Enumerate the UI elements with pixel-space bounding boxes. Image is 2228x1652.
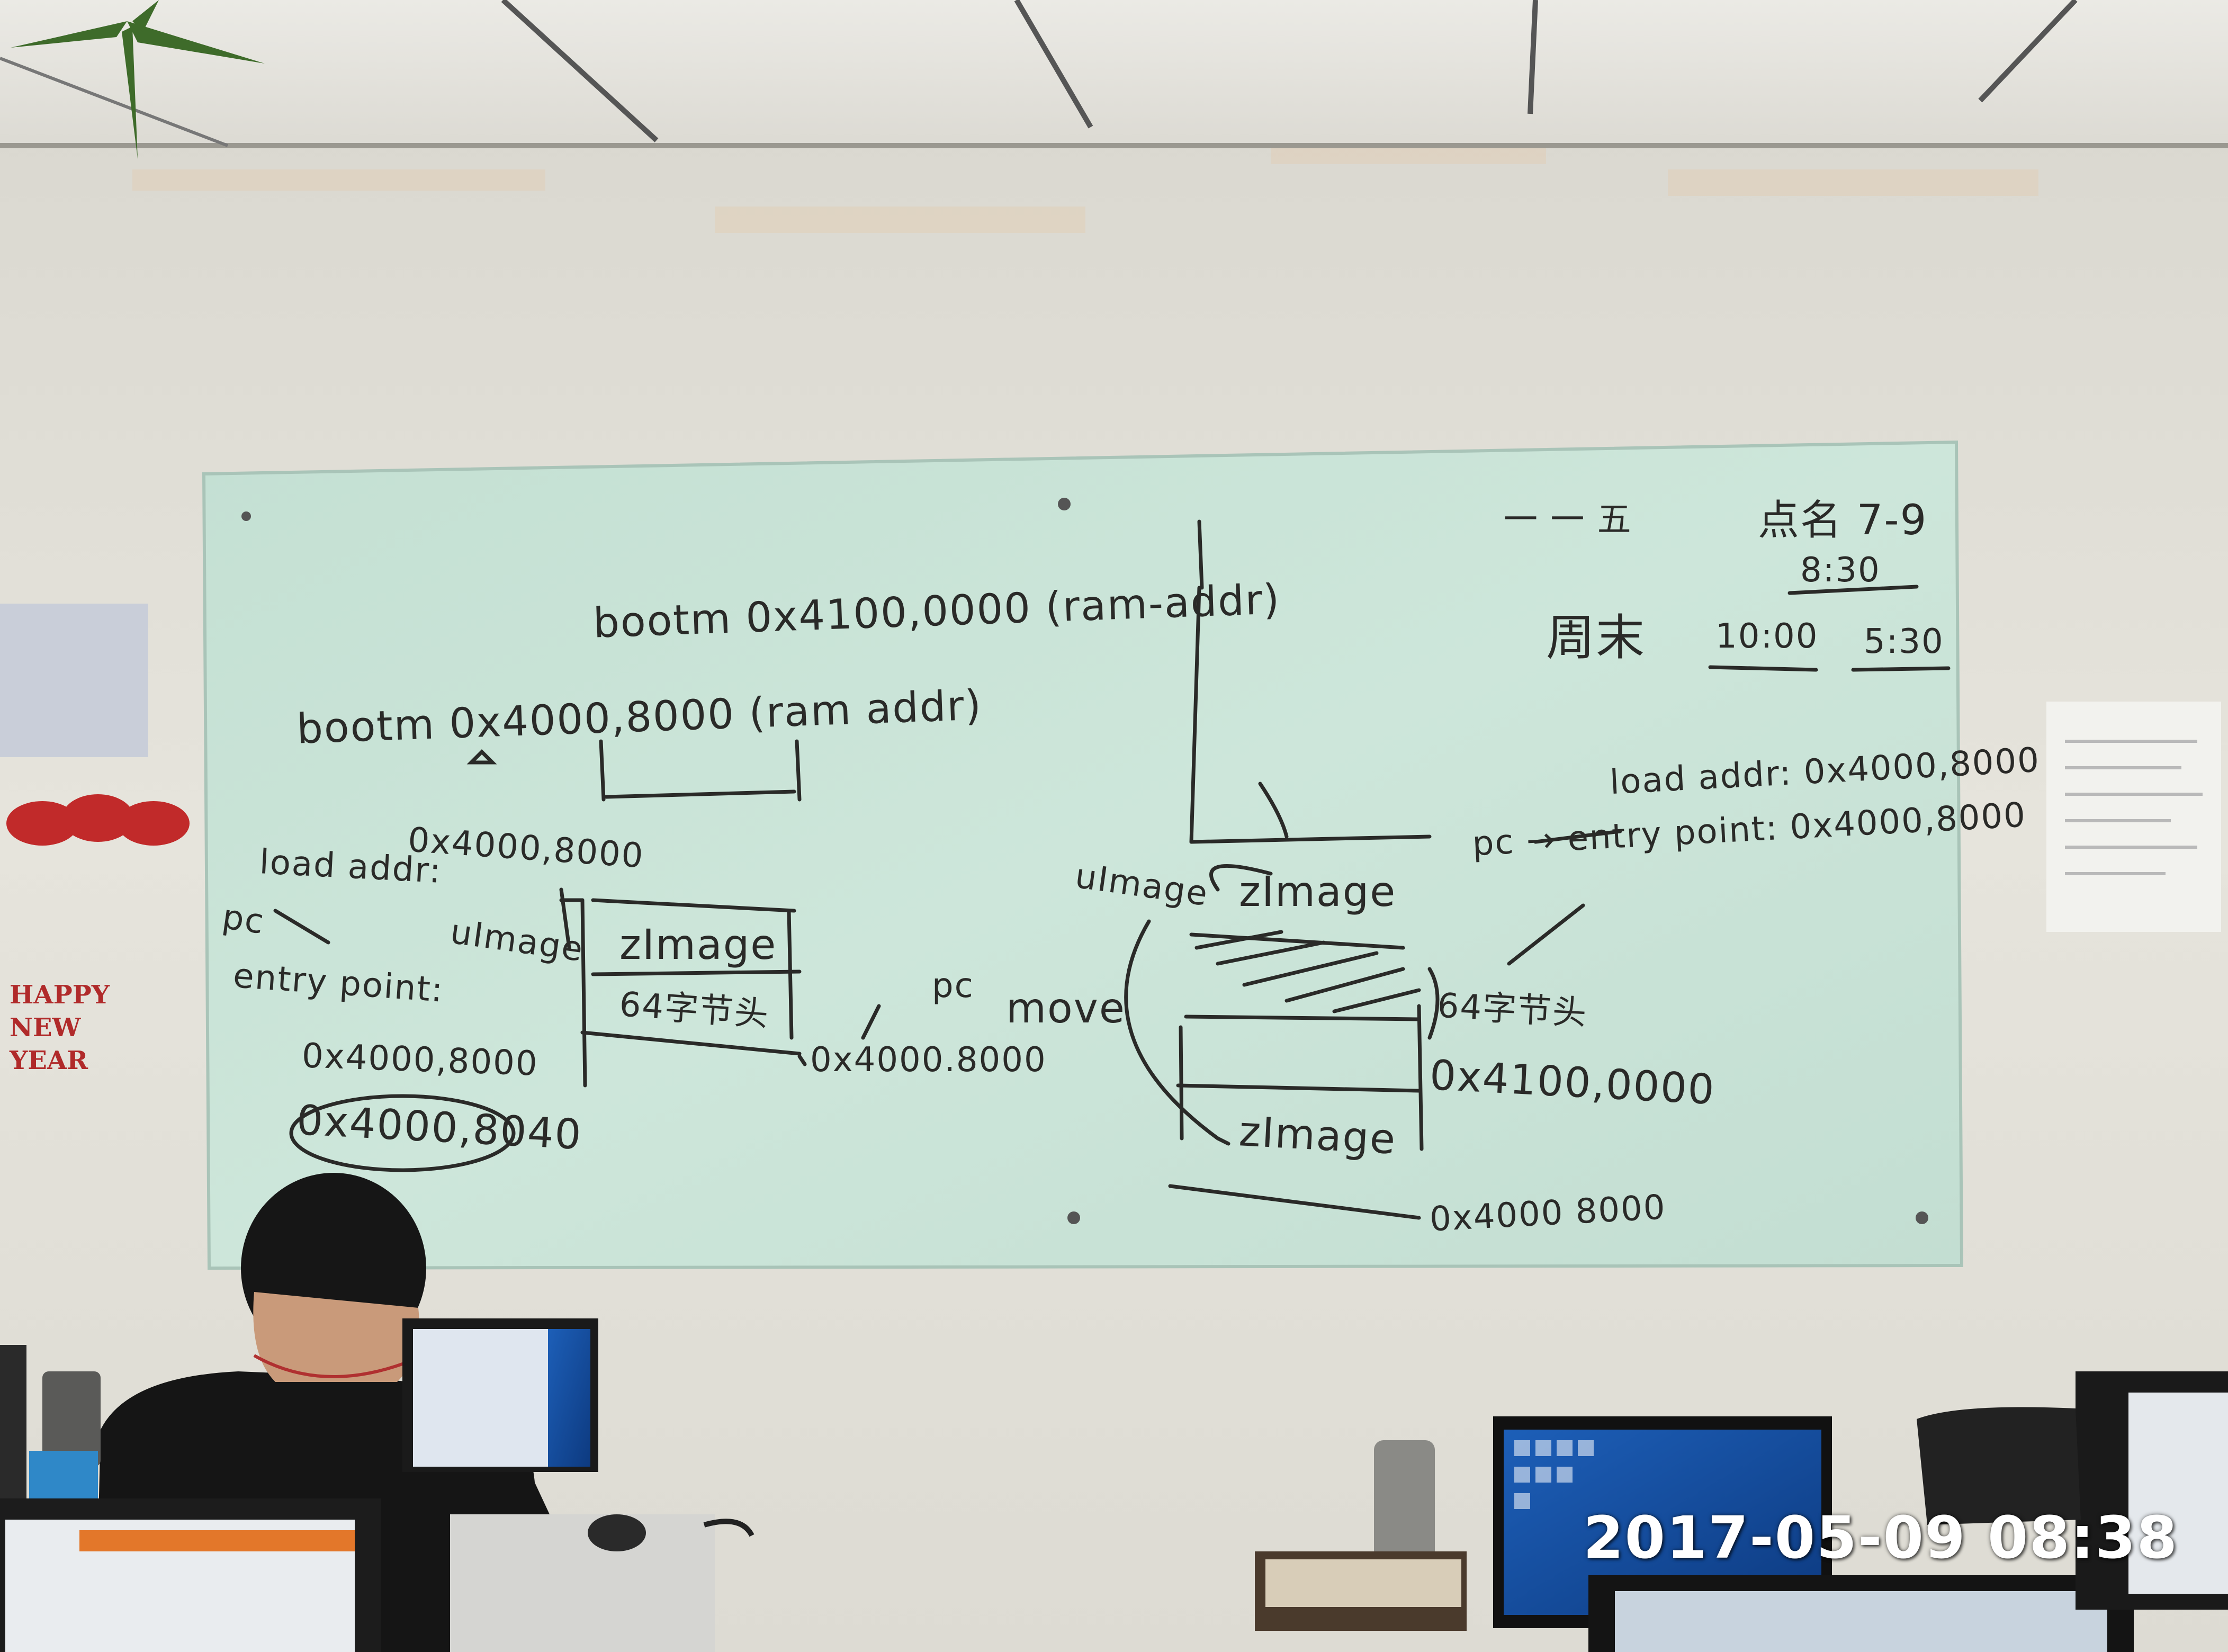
whiteboard-address-left-1: 0x4000,8000 (301, 1036, 539, 1084)
poster-line-2: NEW (10, 1013, 81, 1043)
happy-new-year-poster: HAPPY NEW YEAR (10, 978, 115, 1077)
whiteboard-zimage-right-bottom: zImage (1237, 1108, 1398, 1164)
poster-line-1: HAPPY (10, 980, 110, 1010)
whiteboard-weekend-start: 10:00 (1715, 617, 1819, 656)
desk-laptops (0, 1318, 2228, 1652)
photo-timestamp: 2017-05-09 08:38 (1583, 1504, 2179, 1572)
wall-notice-right (2046, 702, 2221, 932)
whiteboard-diagram-lines (273, 519, 1951, 1220)
decoration-clouds-icon (6, 794, 190, 846)
ceiling (0, 0, 2228, 148)
whiteboard-header-right: 64字节头 (1436, 986, 1588, 1034)
whiteboard-weekend-end: 5:30 (1864, 622, 1944, 661)
wall-notice-left (0, 604, 148, 757)
whiteboard-weekday-label: 一 一 五 (1504, 500, 1632, 540)
whiteboard-zimage-right-top: zImage (1239, 868, 1397, 916)
whiteboard-zimage-left: zImage (619, 921, 777, 969)
notice-lines (2065, 740, 2203, 875)
whiteboard-pc-label-left: pc (220, 897, 267, 942)
whiteboard-weekday-hours: 点名 7-9 (1758, 497, 1928, 544)
hanging-plant-icon (11, 0, 265, 159)
whiteboard-address-middle: 0x4000.8000 (810, 1040, 1047, 1080)
whiteboard-pc-label-middle: pc (932, 966, 974, 1005)
whiteboard-move-label: move (1006, 985, 1126, 1032)
poster-line-3: YEAR (10, 1046, 88, 1075)
whiteboard-weekend-label: 周末 (1546, 609, 1646, 666)
whiteboard-weekday-end: 8:30 (1800, 551, 1881, 590)
whiteboard (202, 440, 1964, 1270)
whiteboard-header-left: 64字节头 (618, 985, 771, 1035)
